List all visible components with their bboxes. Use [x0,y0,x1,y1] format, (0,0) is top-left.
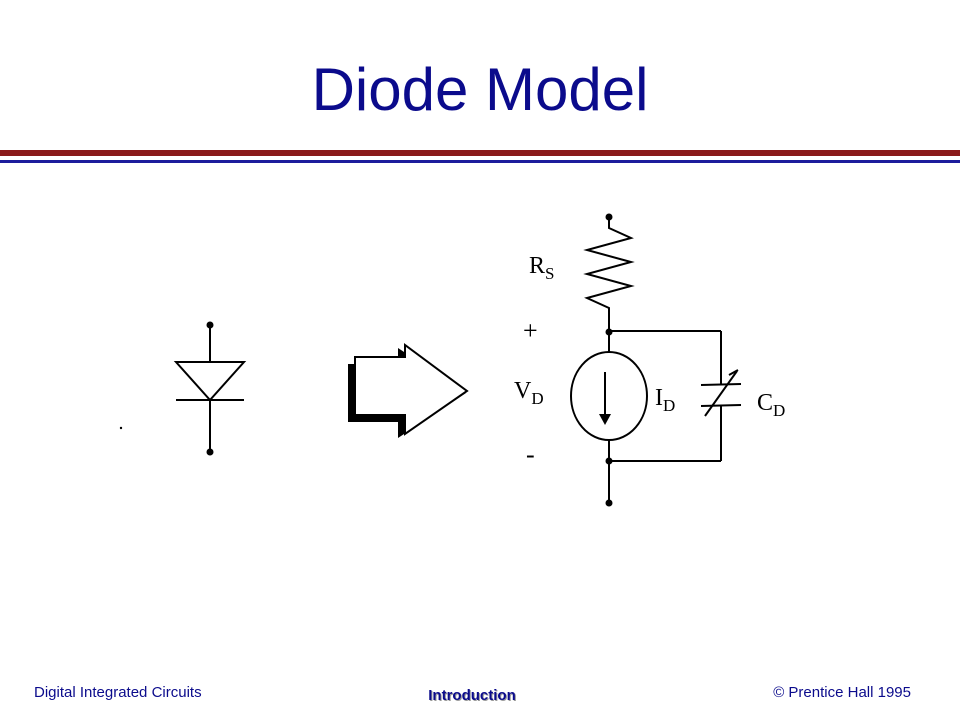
node-top [605,328,613,336]
label-vd: VD [514,378,544,408]
footer-left: Digital Integrated Circuits [34,684,202,701]
arrow-icon [348,343,469,438]
diode-model-diagram: RS + VD ID CD - [119,213,785,507]
slide-title: Diode Model [311,56,649,123]
label-id: ID [655,385,675,415]
bottom-terminal [605,499,613,507]
footer-right: © Prentice Hall 1995 [773,684,911,701]
diode-cathode-terminal [206,448,214,456]
plus-sign: + [523,316,538,345]
title-rule-blue [0,160,960,163]
stray-dot [119,426,123,430]
diode-symbol [173,326,247,452]
minus-sign: - [526,440,535,469]
diode-anode-terminal [206,321,214,329]
current-source-id [570,351,648,441]
footer-center: Introduction [428,687,516,704]
circuit-wires [608,330,722,503]
node-bottom [605,457,613,465]
label-cd: CD [757,390,785,420]
title-rule-red [0,150,960,156]
capacitor-cd [700,369,742,417]
resistor-rs [583,217,635,332]
label-rs: RS [529,253,554,283]
